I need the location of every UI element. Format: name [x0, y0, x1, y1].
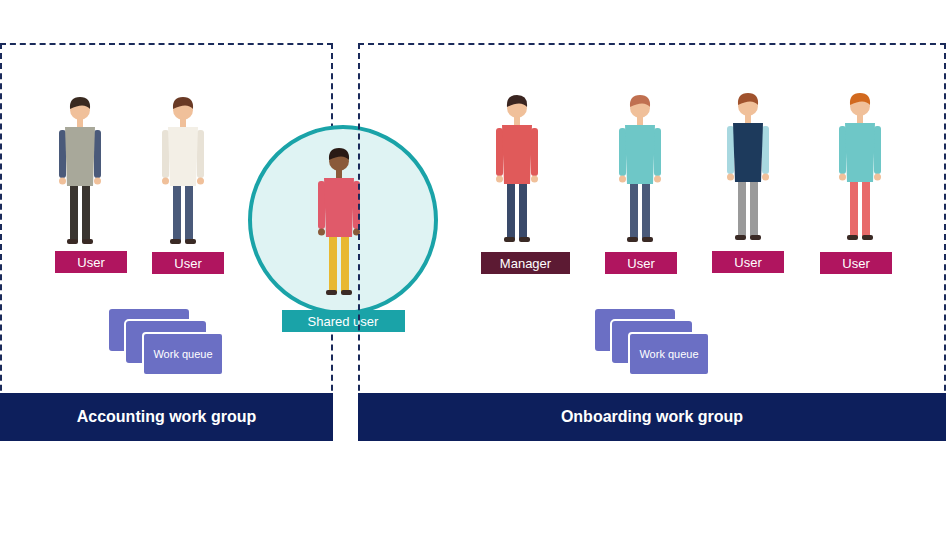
person-figure — [59, 97, 101, 244]
work-queue: Work queue — [142, 332, 224, 376]
queue-label: Work queue — [639, 348, 698, 360]
circle-shape — [250, 127, 436, 313]
work-group: Onboarding work group Manager User User User… — [358, 43, 946, 441]
person-figure — [839, 93, 881, 240]
role-badge: User — [820, 252, 892, 274]
person-figure — [619, 95, 661, 242]
badge-label: User — [77, 255, 104, 270]
badge-label: User — [734, 255, 761, 270]
person-figure — [496, 95, 538, 242]
role-badge: Manager — [481, 252, 570, 274]
work-queue: Work queue — [628, 332, 710, 376]
role-badge: User — [152, 252, 224, 274]
group-title: Onboarding work group — [561, 408, 743, 426]
circle-outline — [248, 125, 438, 333]
shared-user-circle: Shared user — [248, 125, 438, 333]
badge-label: User — [627, 256, 654, 271]
person-figure — [727, 93, 769, 240]
badge-label: User — [174, 256, 201, 271]
badge-label: Shared user — [308, 314, 379, 329]
person-figure — [162, 97, 204, 244]
person-figure — [318, 148, 360, 295]
role-badge: User — [605, 252, 677, 274]
queue-label: Work queue — [153, 348, 212, 360]
group-title: Accounting work group — [77, 408, 257, 426]
badge-label: User — [842, 256, 869, 271]
group-band: Onboarding work group — [358, 393, 946, 441]
role-badge: User — [55, 251, 127, 273]
badge-label: Manager — [500, 256, 551, 271]
shared-badge: Shared user — [282, 310, 405, 332]
role-badge: User — [712, 251, 784, 273]
group-band: Accounting work group — [0, 393, 333, 441]
